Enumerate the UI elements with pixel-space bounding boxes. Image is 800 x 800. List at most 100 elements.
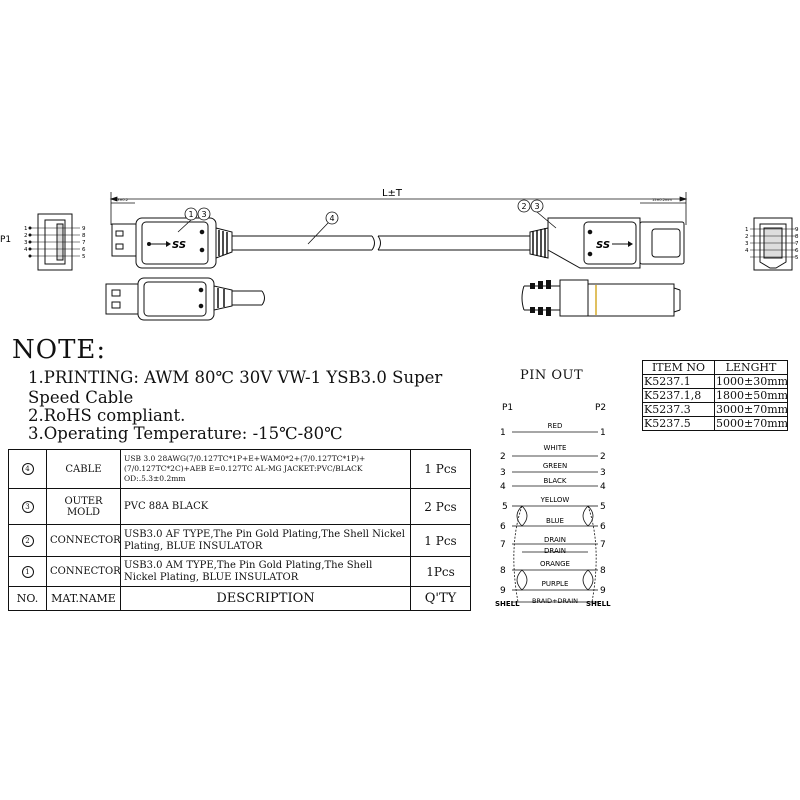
- bom-desc-cell: USB3.0 AF TYPE,The Pin Gold Plating,The …: [120, 524, 411, 557]
- svg-text:WHITE: WHITE: [544, 444, 567, 452]
- dim-right-label: 15±0.2mm: [652, 198, 672, 202]
- svg-text:6: 6: [500, 522, 506, 532]
- dim-left-label: 13±0.2: [115, 198, 128, 202]
- svg-text:7: 7: [500, 540, 506, 550]
- pinout-pin-left: 1 2 3 4 5 6 7 8 9: [500, 428, 508, 596]
- callout-1: 1: [188, 210, 193, 219]
- svg-text:4: 4: [600, 482, 606, 492]
- usb-a-end-view-right: [753, 217, 793, 271]
- svg-text:8: 8: [600, 566, 606, 576]
- length-label: L±T: [382, 188, 403, 199]
- pinout-wire-colors: RED WHITE GREEN BLACK YELLOW BLUE DRAIN …: [540, 422, 570, 588]
- pin-leads-left: [28, 226, 80, 258]
- svg-text:6: 6: [82, 247, 86, 253]
- svg-text:BLACK: BLACK: [543, 477, 566, 485]
- item-no-cell: K5237.1: [642, 374, 715, 389]
- callout-3b: 3: [534, 202, 539, 211]
- callout-right: [517, 199, 557, 229]
- svg-text:8: 8: [795, 234, 799, 240]
- item-no-cell: K5237.5: [642, 416, 715, 431]
- svg-text:SS: SS: [596, 240, 610, 251]
- svg-text:1: 1: [600, 428, 606, 438]
- item-no-header: ITEM NO: [642, 360, 715, 375]
- table-row: 4 CABLE USB 3.0 28AWG(7/0.127TC*1P+E+WAM…: [8, 449, 471, 489]
- pin-numbers-right: 1 2 3 4 9 8 7 6 5: [745, 227, 799, 261]
- note-line-1: 1.PRINTING: AWM 80℃ 30V VW-1 YSB3.0 Supe…: [28, 368, 443, 387]
- svg-text:3: 3: [745, 241, 749, 247]
- svg-text:5: 5: [600, 502, 606, 512]
- svg-text:7: 7: [795, 241, 799, 247]
- svg-text:2: 2: [600, 452, 606, 462]
- svg-text:2: 2: [500, 452, 506, 462]
- usb-a-male-plug-top: [111, 217, 530, 269]
- svg-text:YELLOW: YELLOW: [540, 496, 570, 504]
- pinout-p2-label: P2: [595, 403, 606, 413]
- svg-text:DRAIN: DRAIN: [544, 536, 566, 544]
- svg-text:DRAIN: DRAIN: [544, 547, 566, 555]
- table-row: 3 OUTER MOLD PVC 88A BLACK 2 Pcs: [8, 488, 471, 525]
- svg-text:8: 8: [82, 233, 86, 239]
- bom-desc-cell: USB 3.0 28AWG(7/0.127TC*1P+E+WAM0*2+(7/0…: [120, 449, 411, 489]
- pin-leads-right: [750, 228, 796, 258]
- svg-text:9: 9: [795, 227, 799, 233]
- bom-desc-header: DESCRIPTION: [120, 586, 411, 611]
- svg-text:1: 1: [24, 226, 28, 232]
- svg-text:9: 9: [500, 586, 506, 596]
- svg-text:1: 1: [745, 227, 749, 233]
- callout-left: [177, 207, 211, 233]
- note-title: NOTE:: [12, 335, 107, 365]
- usb-a-male-plug-side: [105, 277, 265, 321]
- braid-drain-label: BRAID+DRAIN: [532, 597, 578, 605]
- note-line-1b: Speed Cable: [28, 388, 134, 407]
- svg-text:PURPLE: PURPLE: [542, 580, 569, 588]
- bom-name-header: MAT.NAME: [46, 586, 121, 611]
- callout-2: 2: [521, 202, 526, 211]
- usb-ss-logo-left-icon: SS: [147, 240, 186, 251]
- bom-no-cell: 1: [8, 556, 47, 587]
- bom-name-cell: CONNECTOR: [46, 556, 121, 587]
- shell-left-label: SHELL: [495, 600, 520, 608]
- pinout-pin-right: 1 2 3 4 5 6 7 8 9: [600, 428, 606, 596]
- table-row: 1 CONNECTOR USB3.0 AM TYPE,The Pin Gold …: [8, 556, 471, 587]
- pinout-p1-label: P1: [502, 403, 513, 413]
- shell-right-label: SHELL: [586, 600, 611, 608]
- bom-name-cell: CABLE: [46, 449, 121, 489]
- item-table-header: ITEM NO LENGHT: [642, 360, 788, 375]
- bom-qty-header: Q'TY: [410, 586, 471, 611]
- usb-a-female-receptacle-top: [529, 217, 685, 269]
- svg-text:SS: SS: [172, 240, 186, 251]
- bom-qty-cell: 1 Pcs: [410, 524, 471, 557]
- note-line-2: 2.RoHS compliant.: [28, 406, 186, 425]
- item-no-cell: K5237.3: [642, 402, 715, 417]
- bom-table: 4 CABLE USB 3.0 28AWG(7/0.127TC*1P+E+WAM…: [8, 449, 471, 611]
- svg-text:3: 3: [500, 468, 506, 478]
- svg-text:3: 3: [600, 468, 606, 478]
- bom-name-cell: OUTER MOLD: [46, 488, 121, 525]
- svg-text:7: 7: [82, 240, 86, 246]
- p1-end-label: P1: [0, 235, 11, 245]
- item-no-cell: K5237.1,8: [642, 388, 715, 403]
- bom-no-header: NO.: [8, 586, 47, 611]
- length-cell: 1800±50mm: [714, 388, 788, 403]
- bom-desc-cell: USB3.0 AM TYPE,The Pin Gold Plating,The …: [120, 556, 411, 587]
- bom-no-cell: 4: [8, 449, 47, 489]
- length-cell: 1000±30mm: [714, 374, 788, 389]
- svg-text:6: 6: [600, 522, 606, 532]
- note-line-3: 3.Operating Temperature: -15℃-80℃: [28, 424, 343, 443]
- svg-text:ORANGE: ORANGE: [540, 560, 570, 568]
- svg-text:4: 4: [24, 247, 28, 253]
- svg-text:GREEN: GREEN: [543, 462, 567, 470]
- length-cell: 5000±70mm: [714, 416, 788, 431]
- svg-text:9: 9: [600, 586, 606, 596]
- pinout-title: PIN OUT: [520, 368, 584, 383]
- callout-cable: [307, 211, 339, 245]
- bom-qty-cell: 1Pcs: [410, 556, 471, 587]
- length-cell: 3000±70mm: [714, 402, 788, 417]
- svg-text:4: 4: [500, 482, 506, 492]
- bom-desc-cell: PVC 88A BLACK: [120, 488, 411, 525]
- bom-no-cell: 3: [8, 488, 47, 525]
